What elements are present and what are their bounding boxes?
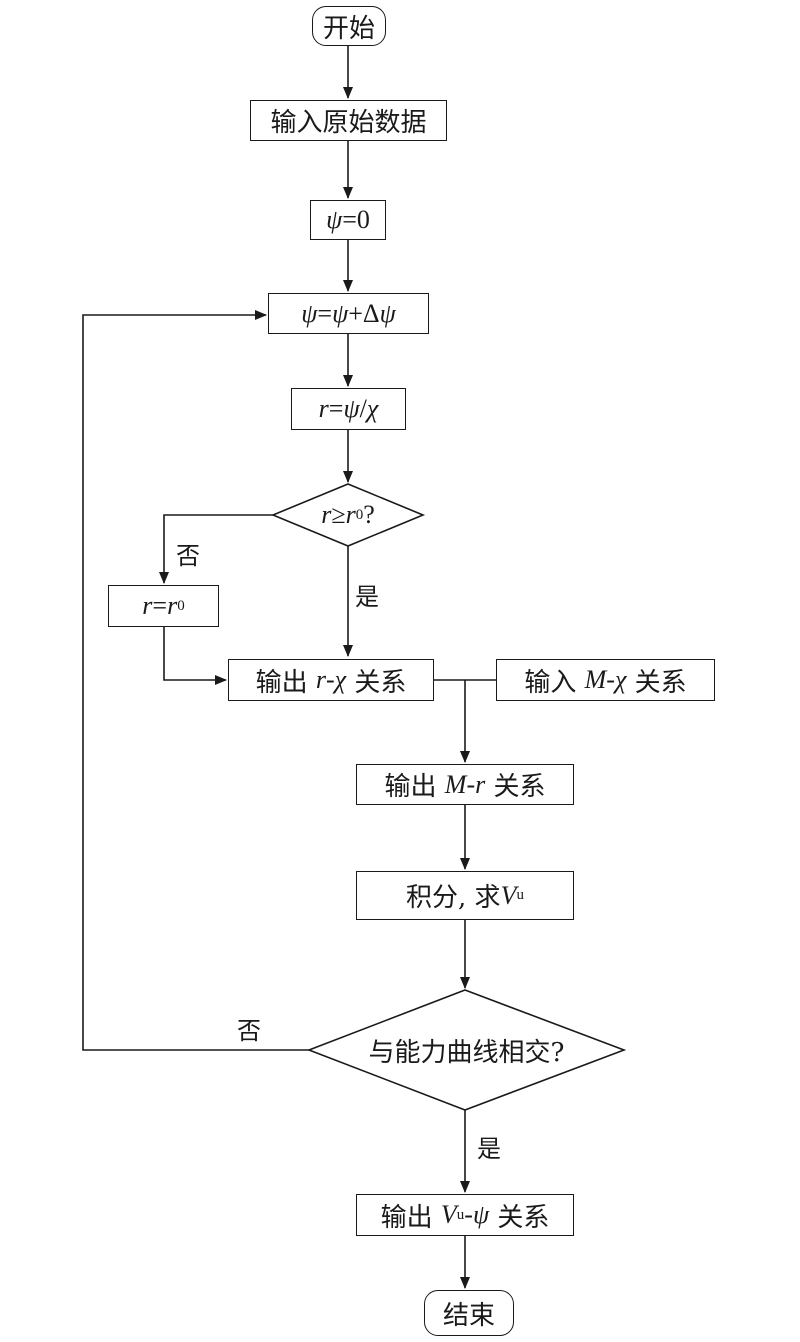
dec-q: ? xyxy=(363,500,375,529)
orc-suffix: 关系 xyxy=(346,667,407,698)
r-calc-box: r=ψ/χ xyxy=(291,388,406,430)
psi-plus-delta: +Δ xyxy=(348,298,380,328)
dec-op: ≥ xyxy=(331,500,346,529)
psi-rhs2: ψ xyxy=(379,298,396,328)
psi-eq: = xyxy=(317,298,333,328)
label-yes-1: 是 xyxy=(355,583,379,611)
decision-intersect-diamond xyxy=(306,989,627,1111)
psi-init-box: ψ=0 xyxy=(310,200,386,240)
start-text: 开始 xyxy=(322,13,375,44)
psi-lhs: ψ xyxy=(301,298,318,328)
arrow-decision-no xyxy=(159,514,273,584)
end-text: 结束 xyxy=(442,1300,495,1331)
label-no-2: 否 xyxy=(237,1017,261,1045)
omr-dash: - xyxy=(466,769,476,799)
int-sub: u xyxy=(516,887,524,903)
psi-init-eq: =0 xyxy=(342,205,370,234)
orc-prefix: 输出 xyxy=(255,667,316,698)
ovp-suffix: 关系 xyxy=(489,1202,550,1233)
orc-dash: - xyxy=(326,665,335,694)
decision-intersect-text: 与能力曲线相交? xyxy=(309,1030,624,1070)
omr-m: M xyxy=(444,769,467,799)
ovp-sub: u xyxy=(456,1206,465,1223)
orc-chi: χ xyxy=(334,665,347,694)
imc-chi: χ xyxy=(614,665,627,694)
r-chi: χ xyxy=(366,394,379,423)
ovp-psi: ψ xyxy=(472,1200,490,1229)
rset-r0: r xyxy=(167,591,178,620)
dec-r0: r xyxy=(345,500,356,529)
arrow-rset-to-output xyxy=(163,627,227,685)
omr-suffix: 关系 xyxy=(485,772,546,802)
rset-sub0: 0 xyxy=(177,597,185,614)
dec-sub0: 0 xyxy=(355,506,364,523)
dec-r: r xyxy=(321,500,332,529)
label-no-1: 否 xyxy=(176,542,200,570)
output-m-r-box: 输出 M-r 关系 xyxy=(356,764,574,805)
ovp-v: V xyxy=(440,1200,457,1229)
input-data-text: 输入原始数据 xyxy=(270,108,427,138)
imc-suffix: 关系 xyxy=(626,667,687,698)
omr-prefix: 输出 xyxy=(384,772,445,802)
end-terminal: 结束 xyxy=(424,1290,514,1336)
imc-prefix: 输入 xyxy=(524,667,585,698)
input-m-chi-box: 输入 M-χ 关系 xyxy=(496,659,715,701)
psi-rhs1: ψ xyxy=(332,298,349,328)
arrow-loop-back xyxy=(82,310,309,1051)
ovp-prefix: 输出 xyxy=(380,1202,441,1233)
orc-r: r xyxy=(315,665,326,694)
label-yes-2: 是 xyxy=(477,1135,501,1163)
imc-m: M xyxy=(584,665,607,694)
decision-r-diamond xyxy=(270,483,426,547)
input-data-box: 输入原始数据 xyxy=(250,100,447,141)
int-v: V xyxy=(500,880,517,910)
decision-intersect-label: 与能力曲线相交? xyxy=(368,1037,565,1068)
r-slash: / xyxy=(359,394,367,423)
r-eq: = xyxy=(328,394,344,423)
start-terminal: 开始 xyxy=(312,6,386,46)
int-prefix: 积分, 求 xyxy=(406,883,501,913)
rset-r: r xyxy=(142,591,153,620)
r-symbol: r xyxy=(318,394,329,423)
rset-eq: = xyxy=(152,591,168,620)
r-psi: ψ xyxy=(343,394,360,423)
imc-dash: - xyxy=(606,665,615,694)
ovp-dash: - xyxy=(464,1200,473,1229)
psi-symbol: ψ xyxy=(326,205,343,234)
output-r-chi-box: 输出 r-χ 关系 xyxy=(228,659,434,701)
omr-r: r xyxy=(475,769,486,799)
